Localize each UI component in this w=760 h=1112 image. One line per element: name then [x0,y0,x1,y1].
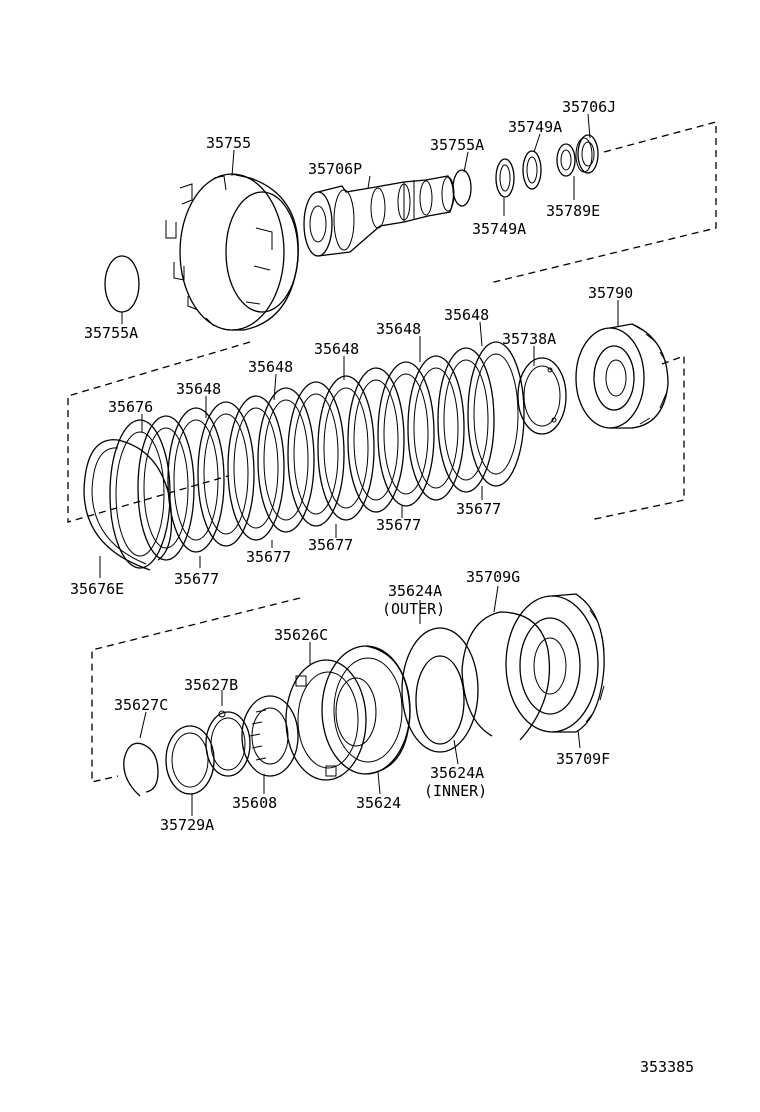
label-35706P: 35706P [308,160,362,178]
part-35624A-outer-seal [401,627,479,753]
label-35738A: 35738A [502,330,556,348]
label-35709G: 35709G [466,568,520,586]
label-35624: 35624 [356,794,401,812]
label-35627B: 35627B [184,676,238,694]
label-35709F: 35709F [556,750,610,768]
label-35624A-outer: 35624A [388,582,442,600]
part-35755A-left-ring [104,255,140,313]
part-35709F-drum [505,593,605,733]
label-35677-e: 35677 [174,570,219,588]
part-35706J-bearing [575,134,599,174]
label-35790: 35790 [588,284,633,302]
part-35738A-plate [517,357,567,435]
label-35755A-top: 35755A [430,136,484,154]
label-35706J: 35706J [562,98,616,116]
part-35749A-washer-2 [522,150,542,190]
figure-number: 353385 [640,1058,694,1076]
clutch-plate-stack [109,341,525,569]
part-35790-hub [575,323,669,429]
part-35729A-washer [165,725,215,795]
label-35729A: 35729A [160,816,214,834]
label-35627C: 35627C [114,696,168,714]
label-35677-d: 35677 [246,548,291,566]
label-35676E: 35676E [70,580,124,598]
label-outer-note: (OUTER) [382,600,445,618]
label-35648-a: 35648 [444,306,489,324]
part-35626C-retainer [285,659,367,781]
assembly-boundary-lines [67,121,717,783]
part-35749A-washer-1 [495,158,515,198]
part-35627C-snap-ring [123,742,159,797]
part-labels: 35706J 35749A 35755 35755A 35706P 35789E… [70,98,694,1076]
part-35755A-snap-ring-top [452,169,472,207]
label-35676: 35676 [108,398,153,416]
label-35755: 35755 [206,134,251,152]
label-35755A-left: 35755A [84,324,138,342]
label-35677-c: 35677 [308,536,353,554]
part-35789E-bearing-race [556,143,576,177]
part-35709G-snap-ring [461,611,551,741]
part-35624-piston [321,645,411,775]
leader-lines [99,113,619,816]
label-35677-b: 35677 [376,516,421,534]
label-35624A-inner: 35624A [430,764,484,782]
label-inner-note: (INNER) [424,782,487,800]
part-35706P-shaft [303,175,455,257]
label-35789E: 35789E [546,202,600,220]
label-35749A-top: 35749A [508,118,562,136]
label-35626C: 35626C [274,626,328,644]
label-35608: 35608 [232,794,277,812]
part-35676E-snap-ring [83,439,173,571]
part-35627B-ring [205,710,251,777]
label-35749A-bottom: 35749A [472,220,526,238]
part-35608-spring-assembly [241,695,299,777]
label-35648-c: 35648 [314,340,359,358]
label-35677-a: 35677 [456,500,501,518]
label-35648-d: 35648 [248,358,293,376]
label-35648-e: 35648 [176,380,221,398]
part-35624A-inner-seal [415,655,465,745]
part-35755-drum [165,173,299,331]
label-35648-b: 35648 [376,320,421,338]
